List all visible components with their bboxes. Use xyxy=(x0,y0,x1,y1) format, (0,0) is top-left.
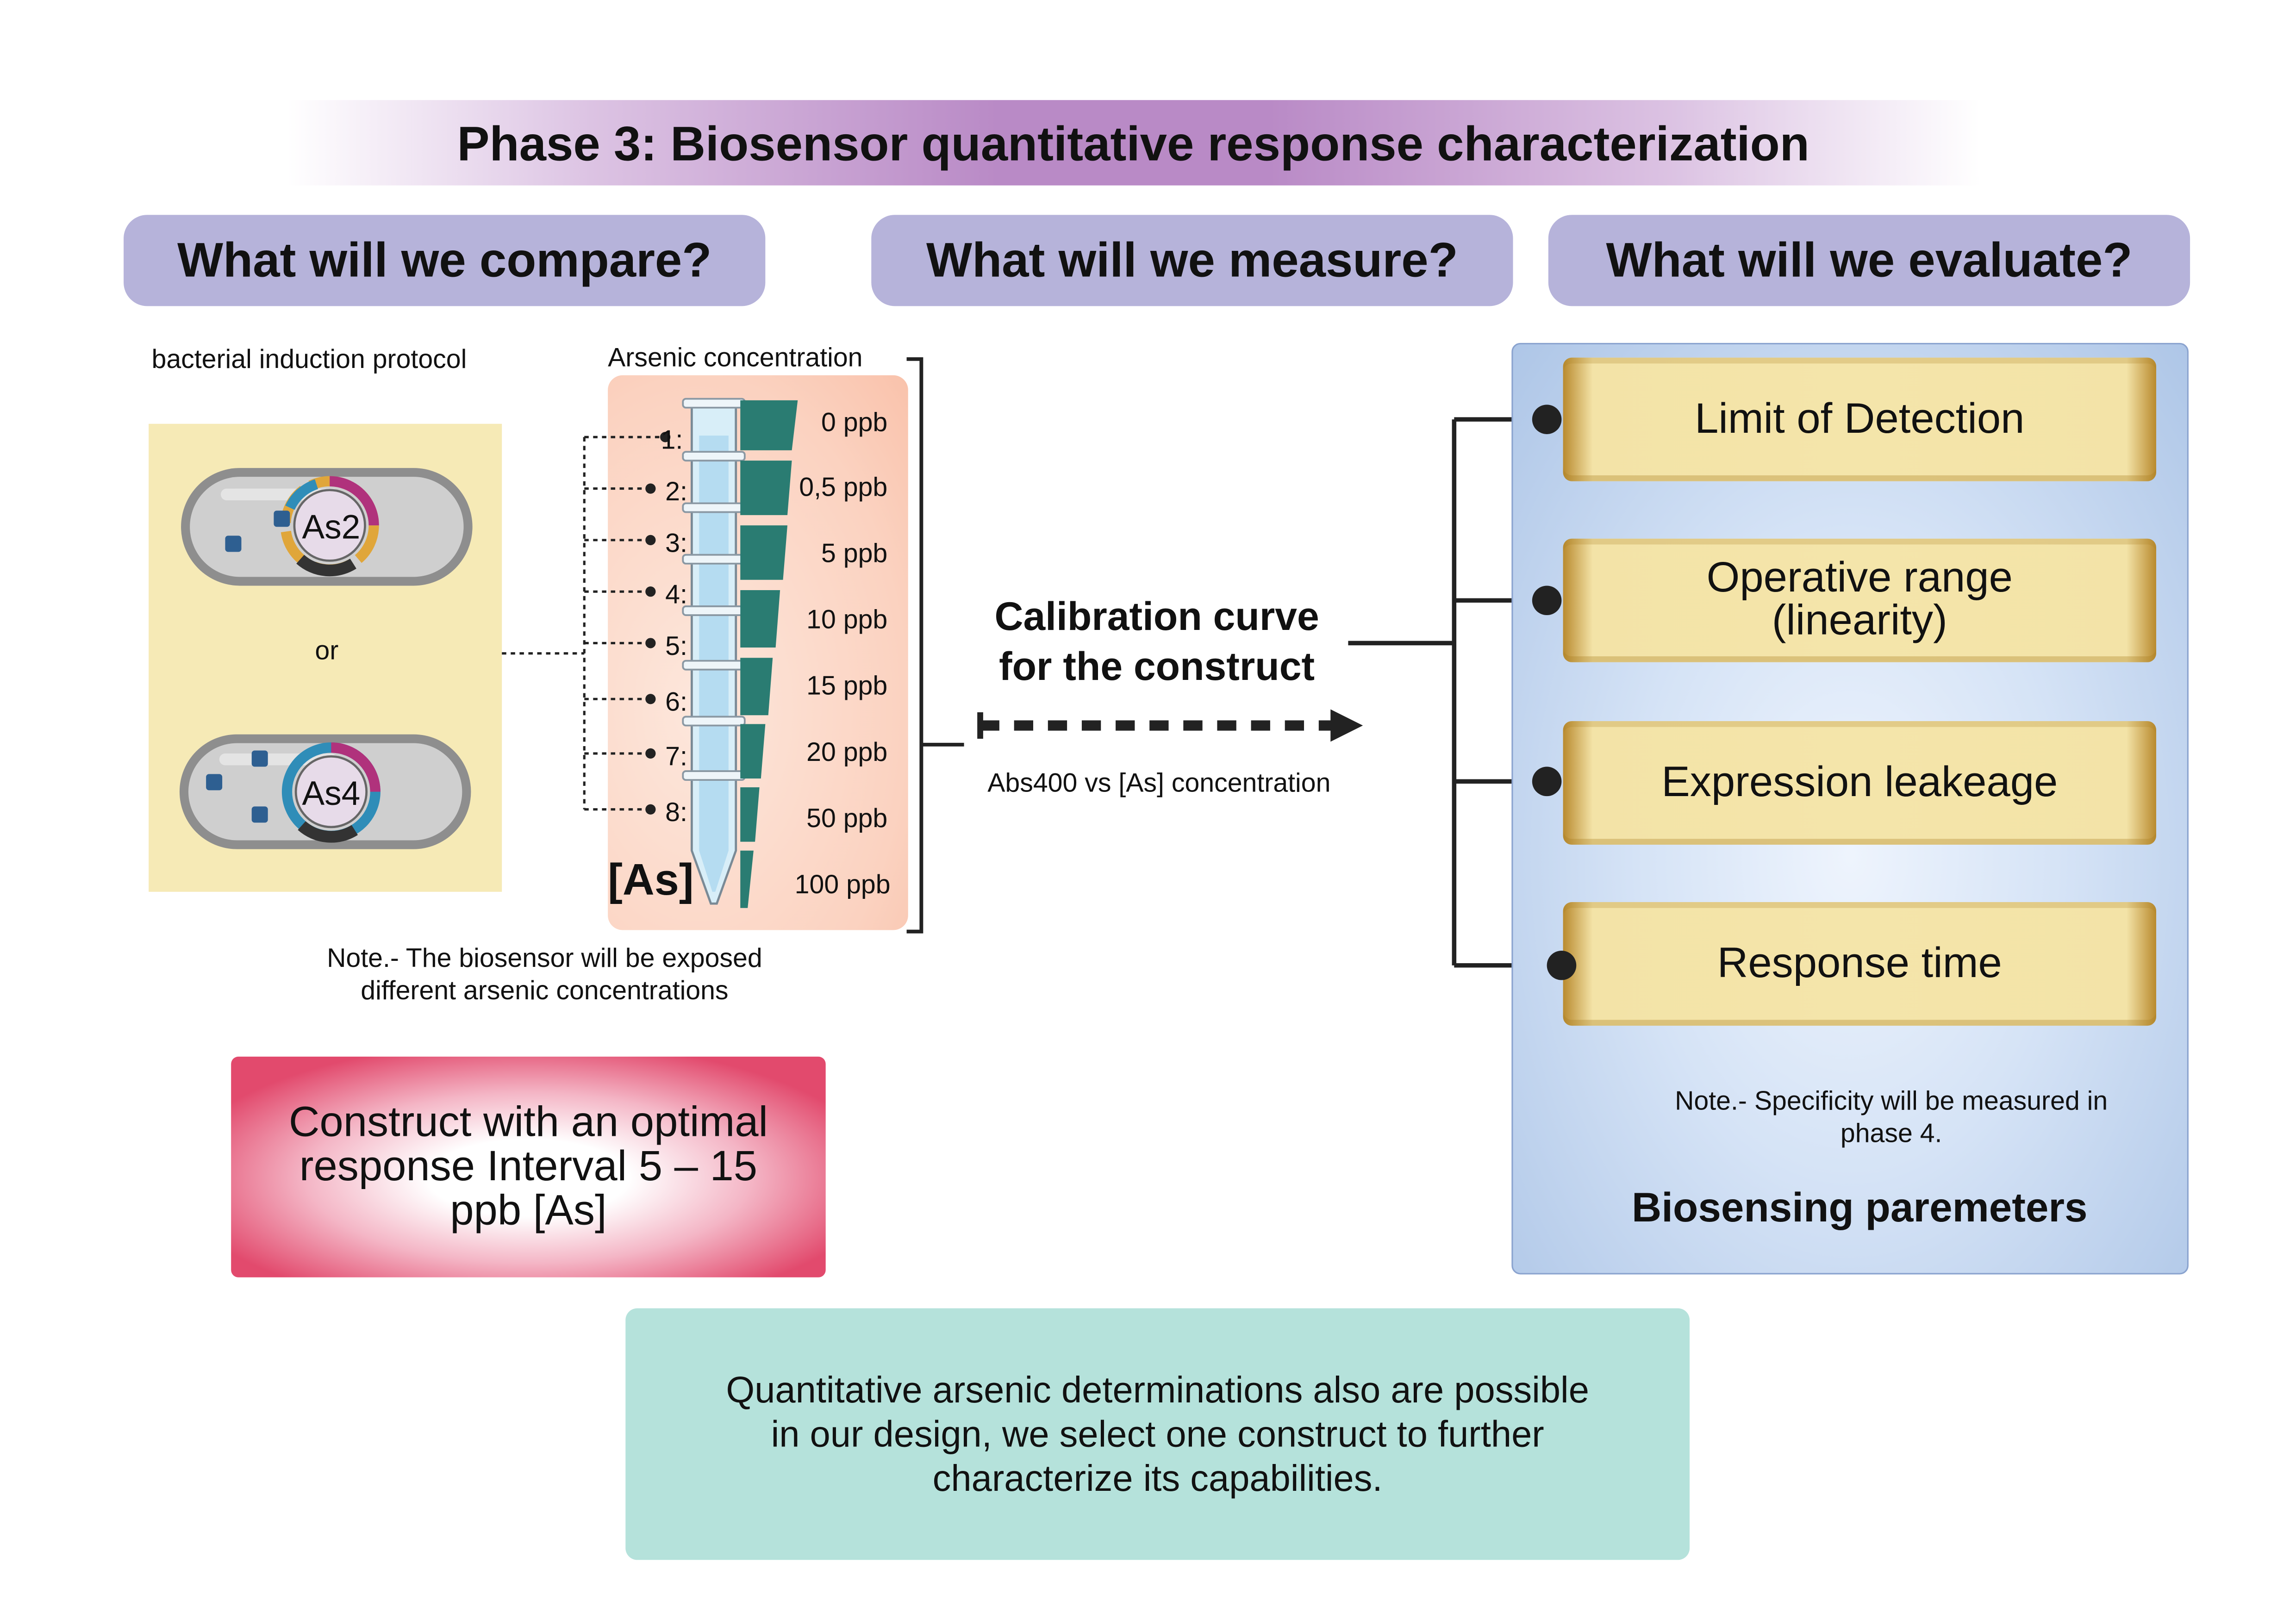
construct-line: Construct with an optimal xyxy=(288,1099,768,1146)
tube-label: 2: xyxy=(665,477,687,506)
param-response-time: Response time xyxy=(1563,902,2156,1026)
calibration-title-line: for the construct xyxy=(999,644,1315,689)
calibration-title-line: Calibration curve xyxy=(994,594,1319,639)
tube-label: 3: xyxy=(665,528,687,558)
evaluate-note: Note.- Specificity will be measured in p… xyxy=(1634,1084,2149,1149)
optimal-construct-text: Construct with an optimal response Inter… xyxy=(241,1101,815,1233)
param-label: Response time xyxy=(1717,940,2002,987)
bacterium-as2-illustration xyxy=(181,468,473,586)
param-expression-leakage: Expression leakeage xyxy=(1563,721,2156,845)
param-label: Expression leakeage xyxy=(1661,759,2058,806)
construct-line: response Interval 5 – 15 xyxy=(299,1143,758,1191)
protocol-label: bacterial induction protocol xyxy=(151,344,467,374)
concentration-label: 0 ppb xyxy=(821,407,888,437)
plasmid-as4-label: As4 xyxy=(302,774,361,813)
evaluate-note-line: phase 4. xyxy=(1840,1118,1942,1148)
concentration-label: 20 ppb xyxy=(806,737,888,767)
concentration-label: 10 ppb xyxy=(806,604,888,635)
bacterium-as4-illustration xyxy=(179,734,471,849)
param-label-line: Operative range xyxy=(1706,554,2013,602)
arsenic-concentration-label: Arsenic concentration xyxy=(608,343,863,373)
title-banner xyxy=(287,100,1980,186)
concentration-label: 50 ppb xyxy=(806,804,888,833)
arsenic-symbol: [As] xyxy=(608,856,694,905)
tube-label: 5: xyxy=(665,631,687,661)
compare-note-line: Note.- The biosensor will be exposed xyxy=(327,943,762,973)
quantitative-note-line: in our design, we select one construct t… xyxy=(771,1413,1544,1455)
concentration-label: 100 ppb xyxy=(794,870,891,899)
concentration-label: 15 ppb xyxy=(806,671,888,701)
calibration-curve-title: Calibration curve for the construct xyxy=(957,592,1357,691)
tube-label: 6: xyxy=(665,687,687,717)
evaluate-note-line: Note.- Specificity will be measured in xyxy=(1675,1086,2108,1116)
quantitative-note-text: Quantitative arsenic determinations also… xyxy=(643,1368,1673,1500)
compare-note: Note.- The biosensor will be exposed dif… xyxy=(272,942,817,1007)
param-label: Limit of Detection xyxy=(1695,395,2025,442)
param-operative-range: Operative range (linearity) xyxy=(1563,538,2156,662)
biosensing-parameters-title: Biosensing paremeters xyxy=(1631,1184,2088,1231)
page-title: Phase 3: Biosensor quantitative response… xyxy=(457,116,1809,171)
calibration-subtitle: Abs400 vs [As] concentration xyxy=(987,768,1331,798)
param-label-line: (linearity) xyxy=(1772,597,1947,645)
concentration-label: 0,5 ppb xyxy=(799,472,888,502)
measure-question-pill: What will we measure? xyxy=(871,215,1513,306)
quantitative-note-box: Quantitative arsenic determinations also… xyxy=(625,1308,1690,1560)
compare-note-line: different arsenic concentrations xyxy=(361,976,729,1005)
compare-question-pill: What will we compare? xyxy=(124,215,766,306)
quantitative-note-line: Quantitative arsenic determinations also… xyxy=(726,1369,1589,1411)
tube-label: 8: xyxy=(665,797,687,827)
tube-label: 7: xyxy=(665,741,687,772)
optimal-construct-box: Construct with an optimal response Inter… xyxy=(231,1056,826,1277)
tube-label: 4: xyxy=(665,579,687,610)
or-label: or xyxy=(315,635,339,666)
quantitative-note-line: characterize its capabilities. xyxy=(932,1458,1383,1499)
param-label: Operative range (linearity) xyxy=(1706,554,2013,645)
concentration-label: 5 ppb xyxy=(821,538,888,568)
evaluate-question-pill: What will we evaluate? xyxy=(1548,215,2190,306)
tube-label: 1: xyxy=(661,425,683,455)
param-limit-of-detection: Limit of Detection xyxy=(1563,357,2156,481)
construct-line: ppb [As] xyxy=(450,1187,607,1235)
plasmid-as2-label: As2 xyxy=(302,507,361,546)
